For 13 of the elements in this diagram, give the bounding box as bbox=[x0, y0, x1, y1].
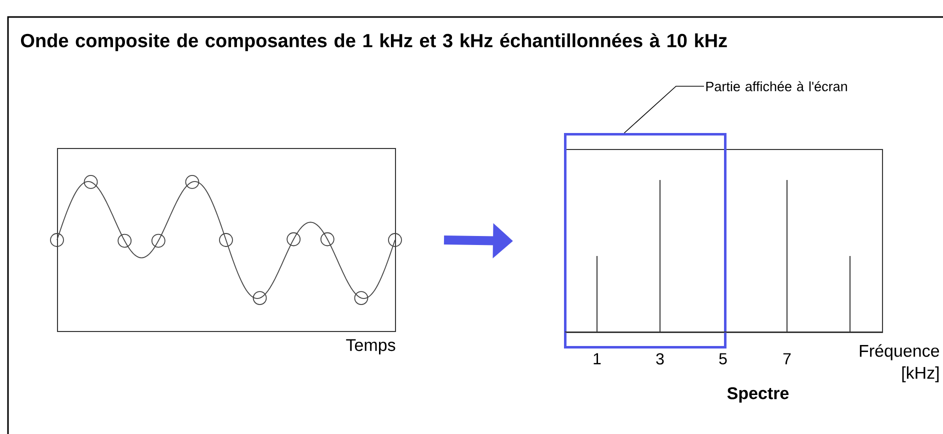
tick-label: 7 bbox=[783, 353, 791, 364]
callout-text: Partie affichée à l'écran bbox=[706, 81, 847, 92]
tick-label: 3 bbox=[656, 353, 664, 365]
highlight-box bbox=[564, 133, 726, 348]
tick-label: 5 bbox=[719, 353, 727, 364]
leader-line bbox=[624, 86, 704, 134]
chart-title: Spectre bbox=[727, 387, 789, 403]
waveform-box bbox=[57, 148, 396, 332]
title: Onde composite de composantes de 1 kHz et 3 kHz échantillonnées à 10 kHz bbox=[20, 33, 727, 52]
spectrum-box bbox=[565, 149, 883, 333]
axis-label: Temps bbox=[346, 339, 396, 354]
tick-label: 1 bbox=[594, 353, 601, 364]
axis-label: Fréquence [kHz] bbox=[860, 344, 940, 382]
